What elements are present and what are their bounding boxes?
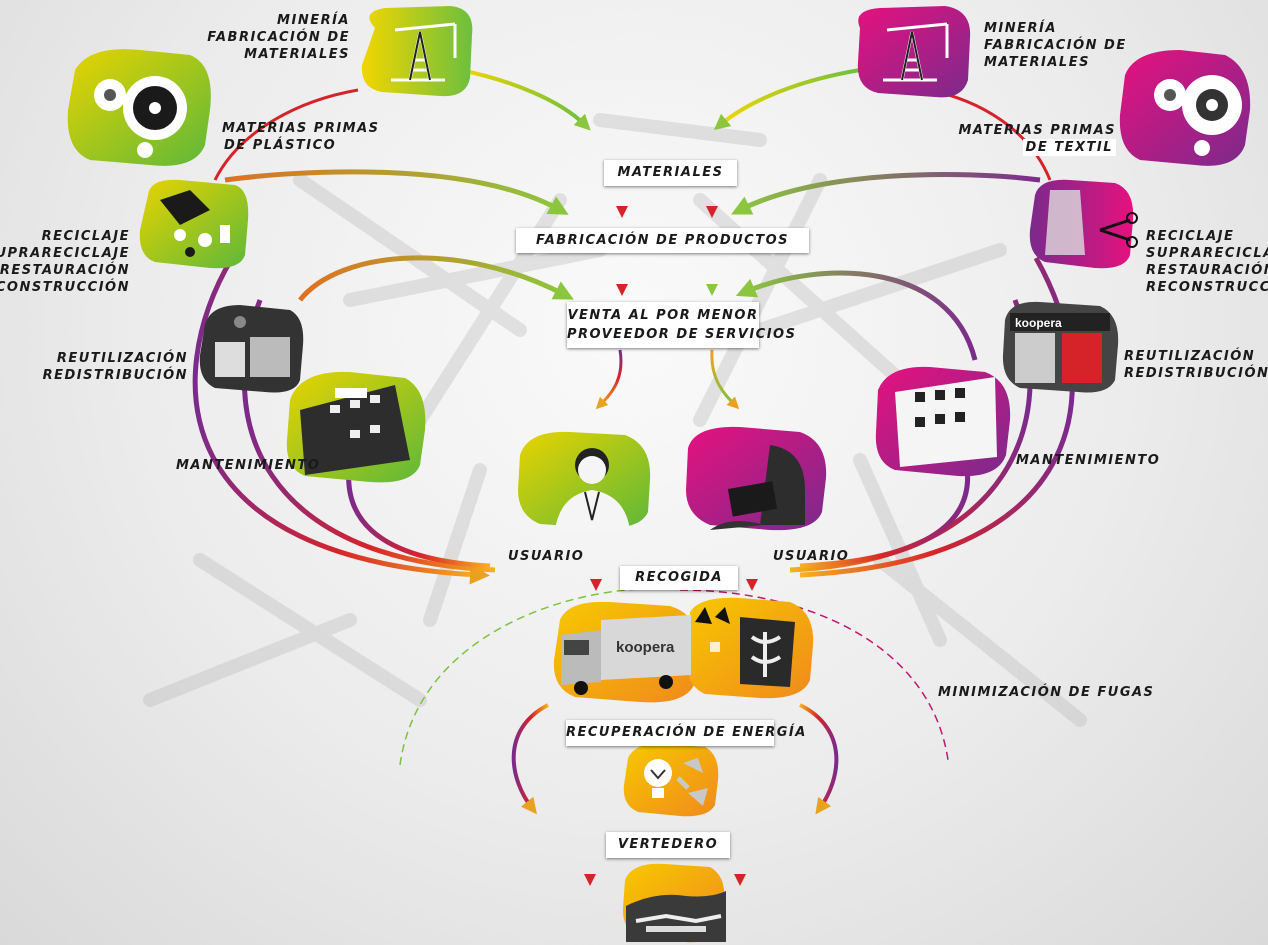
right-recycle4-text: RECONSTRUCCIÓN: [1146, 280, 1268, 295]
left-recycle3-text: RESTAURACIÓN: [0, 263, 130, 278]
left-materials-text: MATERIALES: [244, 47, 350, 62]
manufacturing-box: FABRICACIÓN DE PRODUCTOS: [516, 228, 809, 253]
right-recycle1-text: RECICLAJE: [1146, 229, 1235, 244]
right-user-label: USUARIO: [773, 549, 850, 564]
arrow-to-retail-left: [298, 255, 574, 302]
arrow-mining-right: [713, 68, 861, 131]
container-photo: [695, 607, 795, 687]
loop-arrow-recycle-left: [192, 256, 490, 585]
left-fabrication-text: FABRICACIÓN DE: [207, 30, 350, 45]
building-photo: [895, 377, 997, 467]
workshop-photo: [215, 316, 290, 377]
energy-recovery-box: RECUPERACIÓN DE ENERGÍA: [566, 720, 805, 746]
right-recycle2-text: SUPRARECICLAJE: [1146, 246, 1268, 261]
retail-line2: PROVEEDOR DE SERVICIOS: [567, 327, 797, 342]
right-reuse-label: REUTILIZACIÓN REDISTRIBUCIÓN: [1124, 348, 1268, 382]
pumpjack-icon: [883, 22, 949, 82]
recycled-items-icon: [160, 190, 230, 257]
right-maintenance-label: MANTENIMIENTO: [1016, 453, 1161, 468]
gears-icon: [1154, 75, 1242, 156]
left-mining-label: MINERÍA FABRICACIÓN DE MATERIALES: [207, 12, 350, 63]
leakage-minimization-label: MINIMIZACIÓN DE FUGAS: [938, 685, 1155, 700]
arrow-mining-left: [459, 68, 591, 131]
materials-box: MATERIALES: [604, 160, 737, 186]
left-reuse2-text: REDISTRIBUCIÓN: [42, 368, 188, 383]
collection-box: RECOGIDA: [620, 566, 738, 590]
left-recycle1-text: RECICLAJE: [41, 229, 130, 244]
right-raw-materials-label: MATERIAS PRIMAS DE TEXTIL: [958, 122, 1116, 156]
left-mining-text: MINERÍA: [277, 13, 350, 28]
truck-photo: koopera: [561, 615, 691, 695]
leakage-dashed-arc: [679, 589, 949, 761]
arrow-to-retail-right: [735, 270, 978, 361]
right-fabrication-text: FABRICACIÓN DE: [984, 38, 1127, 53]
right-mining-label: MINERÍA FABRICACIÓN DE MATERIALES: [984, 20, 1127, 71]
person-photo: [555, 448, 630, 530]
pumpjack-icon: [391, 22, 457, 82]
right-mining-text: MINERÍA: [984, 21, 1057, 36]
left-reuse1-text: REUTILIZACIÓN: [56, 351, 188, 366]
left-raw-materials-label: MATERIAS PRIMAS DE PLÁSTICO: [222, 120, 380, 154]
retail-line1: VENTA AL POR MENOR: [567, 308, 759, 323]
leak-arrow-right: [799, 703, 839, 815]
left-maintenance-label: MANTENIMIENTO: [176, 458, 321, 473]
left-recycle4-text: RECONSTRUCCIÓN: [0, 280, 130, 295]
left-raw2-text: DE PLÁSTICO: [224, 138, 337, 153]
leak-arrow-left: [511, 703, 549, 815]
store-photo: koopera: [1010, 313, 1110, 383]
right-recycle-label: RECICLAJE SUPRARECICLAJE RESTAURACIÓN RE…: [1146, 228, 1268, 296]
building-photo: [300, 385, 410, 475]
right-reuse1-text: REUTILIZACIÓN: [1124, 349, 1256, 364]
retail-box: VENTA AL POR MENOR PROVEEDOR DE SERVICIO…: [567, 302, 797, 348]
mining-right-blob: [857, 6, 971, 98]
right-raw1-text: MATERIAS PRIMAS: [958, 123, 1116, 138]
arrow-to-manufacturing-left: [224, 169, 569, 215]
landfill-photo: [626, 891, 726, 942]
right-raw2-text: DE TEXTIL: [1022, 139, 1116, 156]
gears-icon: [94, 76, 187, 158]
right-materials-text: MATERIALES: [984, 55, 1090, 70]
left-recycle-label: RECICLAJE SUPRARECICLAJE RESTAURACIÓN RE…: [0, 228, 130, 296]
store-brand: koopera: [1015, 316, 1062, 330]
left-user-label: USUARIO: [508, 549, 585, 564]
left-raw1-text: MATERIAS PRIMAS: [222, 121, 380, 136]
right-reuse2-text: REDISTRIBUCIÓN: [1124, 366, 1268, 381]
scissors-icon: [1045, 190, 1138, 255]
arrow-to-manufacturing-right: [731, 171, 1041, 215]
lightbulb-recycle-icon: [644, 758, 708, 806]
truck-brand: koopera: [616, 639, 675, 656]
person-photo: [710, 445, 805, 530]
left-recycle2-text: SUPRARECICLAJE: [0, 246, 130, 261]
landfill-box: VERTEDERO: [606, 832, 730, 858]
right-recycle3-text: RESTAURACIÓN: [1146, 263, 1268, 278]
left-reuse-label: REUTILIZACIÓN REDISTRIBUCIÓN: [43, 350, 188, 384]
